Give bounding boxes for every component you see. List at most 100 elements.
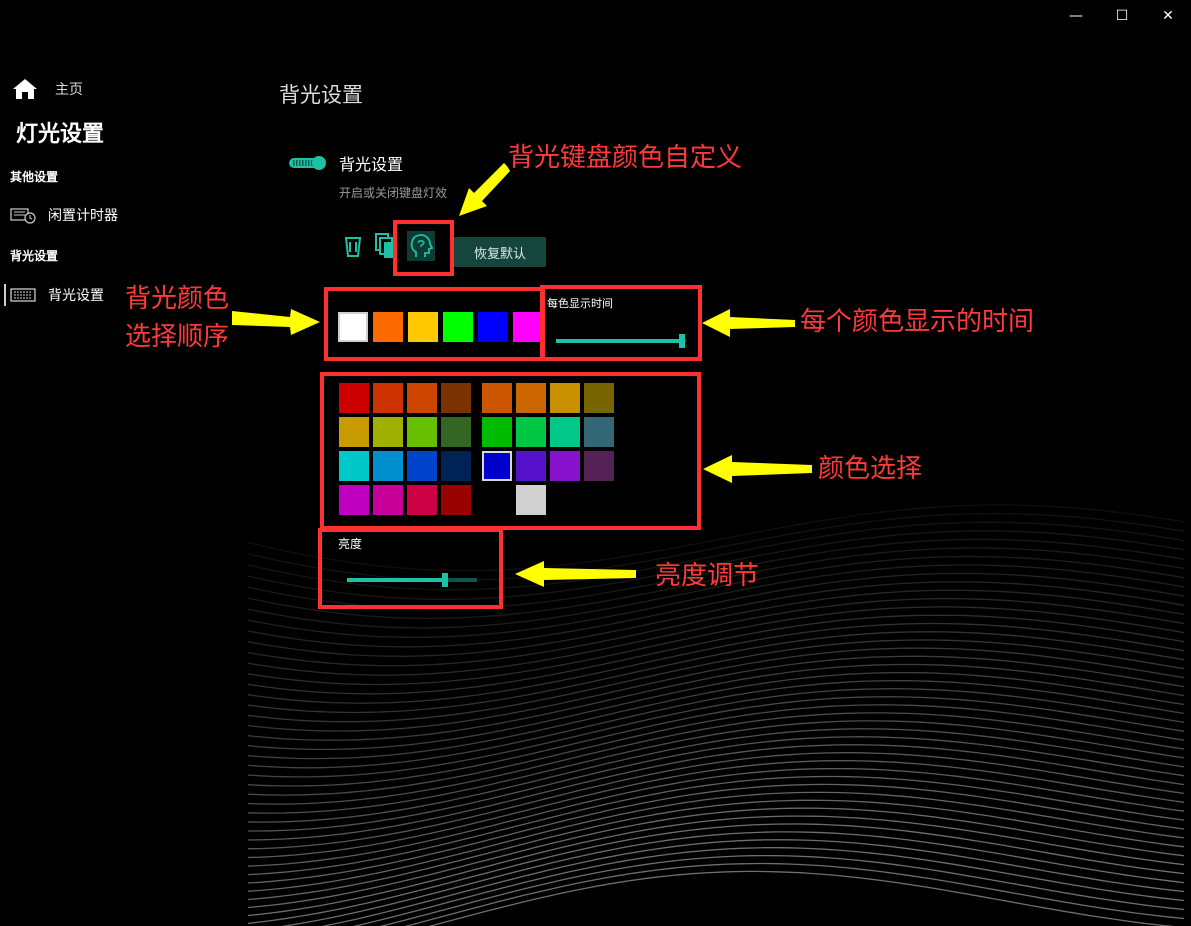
- timer-icon: [10, 208, 36, 224]
- palette-swatch[interactable]: [441, 485, 471, 515]
- wave-line: [247, 783, 1185, 884]
- annotation-box-duration: [540, 285, 702, 361]
- wave-line: [247, 752, 1185, 850]
- palette-swatch[interactable]: [407, 451, 437, 481]
- sequence-swatch[interactable]: [373, 312, 403, 342]
- wave-line: [247, 791, 1185, 892]
- home-label: 主页: [55, 82, 83, 98]
- wave-line: [404, 862, 1185, 926]
- wave-line: [247, 744, 1185, 841]
- cup-icon: [344, 237, 362, 257]
- wave-line: [247, 631, 1185, 714]
- wave-line: [247, 555, 1185, 629]
- sequence-swatch[interactable]: [478, 312, 508, 342]
- wave-line: [247, 720, 1185, 814]
- palette-swatch[interactable]: [407, 485, 437, 515]
- page-title: 背光设置: [279, 83, 363, 107]
- palette-swatch[interactable]: [407, 417, 437, 447]
- sequence-swatch[interactable]: [513, 312, 543, 342]
- duration-thumb[interactable]: [679, 334, 685, 348]
- palette-swatch[interactable]: [373, 417, 403, 447]
- wave-line: [247, 767, 1185, 867]
- wave-line: [247, 521, 1185, 591]
- annotation-box-sequence: [324, 287, 545, 361]
- duration-fill: [556, 339, 682, 343]
- annotation-brightness: 亮度调节: [655, 561, 760, 591]
- wave-line: [247, 671, 1185, 760]
- palette-swatch[interactable]: [516, 485, 546, 515]
- wave-line: [247, 680, 1185, 769]
- palette-swatch[interactable]: [584, 383, 614, 413]
- mode-button-static[interactable]: [339, 230, 367, 262]
- wave-line: [247, 823, 1185, 925]
- palette-swatch[interactable]: [441, 383, 471, 413]
- palette-swatch[interactable]: [373, 383, 403, 413]
- palette-swatch[interactable]: [482, 451, 512, 481]
- palette-swatch[interactable]: [516, 451, 546, 481]
- palette-swatch[interactable]: [584, 451, 614, 481]
- wave-line: [247, 728, 1185, 823]
- sidebar-item-label: 闲置计时器: [48, 208, 118, 224]
- wave-line: [248, 736, 1185, 832]
- wave-line: [379, 854, 1185, 926]
- wave-line: [247, 622, 1185, 704]
- palette-swatch[interactable]: [441, 417, 471, 447]
- close-button[interactable]: ✕: [1162, 8, 1174, 24]
- head-icon: [407, 231, 435, 261]
- palette-swatch[interactable]: [482, 383, 512, 413]
- annotation-box-brightness: [318, 528, 503, 609]
- duration-slider[interactable]: [556, 334, 686, 348]
- palette-swatch[interactable]: [339, 417, 369, 447]
- palette-swatch[interactable]: [373, 451, 403, 481]
- wave-line: [247, 647, 1185, 732]
- sequence-swatch[interactable]: [408, 312, 438, 342]
- palette-swatch[interactable]: [550, 383, 580, 413]
- wave-line: [247, 760, 1185, 859]
- sidebar-title: 灯光设置: [16, 122, 105, 147]
- wave-line: [247, 815, 1185, 917]
- home-nav-item[interactable]: 主页: [12, 78, 83, 100]
- maximize-button[interactable]: ☐: [1115, 8, 1129, 24]
- palette-swatch[interactable]: [550, 417, 580, 447]
- section-header-other: 其他设置: [10, 170, 59, 184]
- backlight-toggle[interactable]: [288, 154, 328, 172]
- palette-swatch[interactable]: [339, 383, 369, 413]
- keyboard-icon: [10, 288, 36, 302]
- wave-line: [247, 606, 1185, 686]
- mode-button-custom[interactable]: [407, 230, 435, 262]
- sidebar-item-backlight[interactable]: 背光设置: [10, 285, 104, 305]
- palette-swatch[interactable]: [373, 485, 403, 515]
- palette-swatch[interactable]: [516, 383, 546, 413]
- annotation-box-custom: [393, 220, 454, 276]
- wave-line: [247, 712, 1185, 805]
- annotation-sequence-line2: 选择顺序: [125, 322, 230, 352]
- sidebar-item-label: 背光设置: [48, 288, 104, 304]
- wave-line: [428, 870, 1175, 926]
- reset-default-button[interactable]: 恢复默认: [454, 237, 546, 267]
- palette-swatch[interactable]: [339, 485, 369, 515]
- wave-line: [247, 589, 1185, 667]
- sidebar: 主页 灯光设置 其他设置 闲置计时器 背光设置 背光设置: [0, 0, 248, 926]
- palette-swatch[interactable]: [482, 417, 512, 447]
- wave-line: [247, 564, 1185, 639]
- palette-swatch[interactable]: [407, 383, 437, 413]
- sequence-swatch[interactable]: [443, 312, 473, 342]
- wave-line: [247, 696, 1185, 787]
- brightness-thumb[interactable]: [442, 573, 448, 587]
- wave-line: [247, 799, 1185, 901]
- palette-swatch[interactable]: [441, 451, 471, 481]
- duration-label: 每色显示时间: [547, 297, 613, 310]
- palette-swatch[interactable]: [550, 451, 580, 481]
- palette-swatch[interactable]: [584, 417, 614, 447]
- sidebar-item-idle-timer[interactable]: 闲置计时器: [10, 205, 118, 225]
- minimize-button[interactable]: —: [1069, 8, 1083, 24]
- toggle-description: 开启或关闭键盘灯效: [339, 186, 448, 200]
- palette-swatch[interactable]: [339, 451, 369, 481]
- brightness-label: 亮度: [338, 537, 363, 551]
- wave-line: [247, 807, 1185, 909]
- wave-line: [247, 704, 1185, 796]
- palette-swatch[interactable]: [516, 417, 546, 447]
- brightness-slider[interactable]: [347, 573, 477, 587]
- sequence-swatch[interactable]: [338, 312, 368, 342]
